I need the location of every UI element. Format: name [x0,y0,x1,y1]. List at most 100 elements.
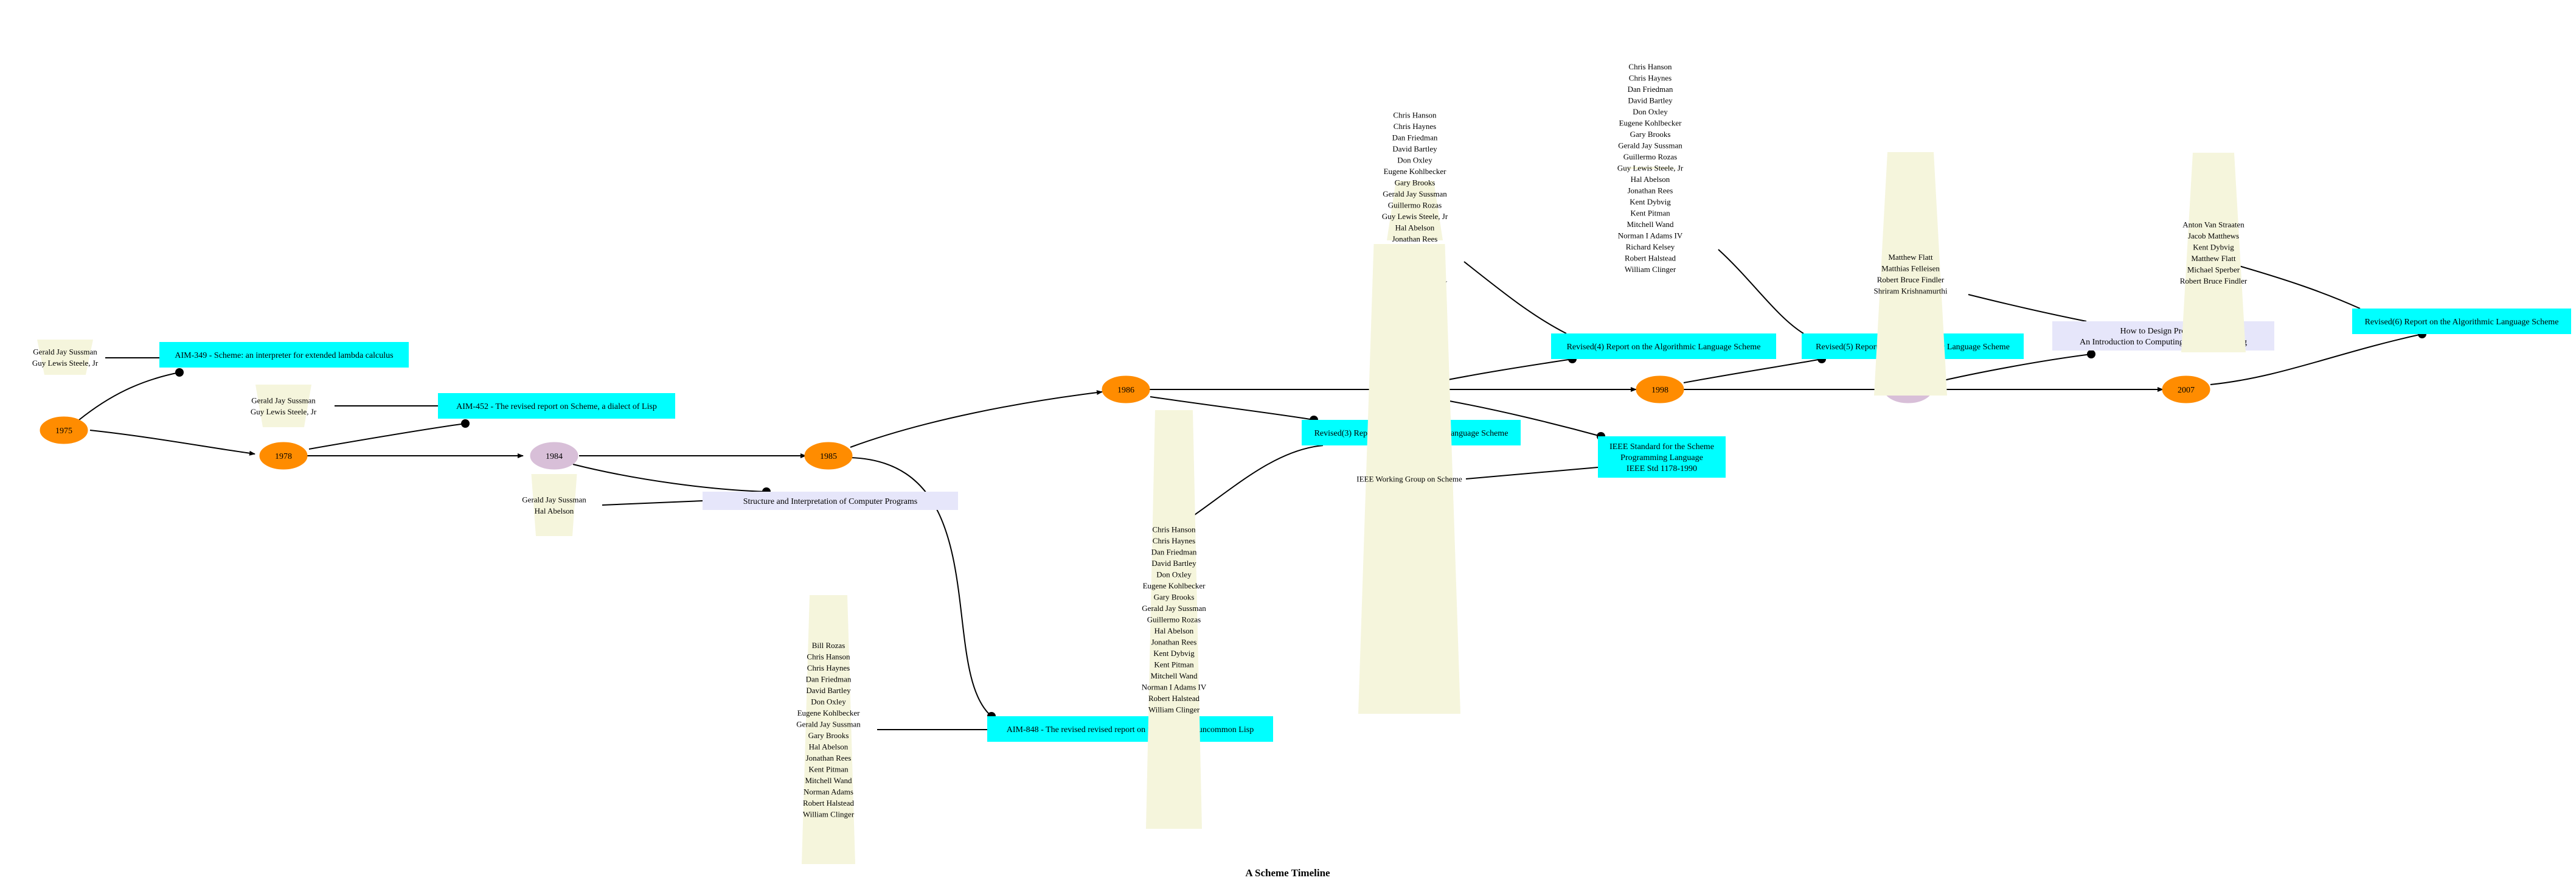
author-trapezoid [1622,167,1678,169]
document-node-r4rs: Revised(4) Report on the Algorithmic Lan… [1551,333,1776,359]
edge-line [308,423,466,450]
edge-dot [175,368,184,377]
diagram-title: A Scheme Timeline [1245,867,1330,879]
author-name: Chris Hanson [1152,525,1196,534]
author-trapezoid [1387,181,1443,240]
author-name: Gerald Jay Sussman [33,347,97,356]
author-name: Guy Lewis Steele, Jr [1617,164,1684,173]
year-ellipse [804,442,853,470]
document-box [438,393,675,419]
author-name: Mitchell Wand [1626,220,1674,229]
author-name: Jonathan Rees [806,753,852,762]
author-name: Jonathan Rees [1392,234,1438,243]
year-label: 1978 [275,452,292,461]
document-label: IEEE Std 1178-1990 [1626,464,1697,473]
author-name: Matthew Flatt [2191,254,2236,263]
author-name: Gary Brooks [1395,178,1436,187]
edge-line [572,464,767,492]
edge-line [89,430,255,456]
author-name: Robert Halstead [803,798,855,808]
edge-line [1718,249,1804,334]
year-label: 1985 [820,452,837,461]
edge-asicp-to-sicp [602,500,703,506]
document-box [987,716,1273,742]
year-label: 1984 [546,452,563,461]
author-name: Gerald Jay Sussman [1383,189,1447,198]
author-name: William Clinger [1148,705,1200,714]
edge-line [1465,467,1599,480]
document-node-aim349: AIM-349 - Scheme: an interpreter for ext… [159,342,409,368]
author-name: Guillermo Rozas [1147,615,1201,624]
author-name: Guy Lewis Steele, Jr [251,407,317,416]
author-name: Gerald Jay Sussman [1142,604,1206,613]
author-name: Mitchell Wand [805,776,852,785]
author-name: Jacob Matthews [2188,231,2239,240]
document-label: Programming Language [1620,453,1703,462]
author-name: Don Oxley [1633,107,1668,116]
edge-line [850,457,992,717]
document-label: Revised(4) Report on the Algorithmic Lan… [1567,343,1761,352]
author-name: Michael Sperber [2187,265,2240,274]
author-name: William Clinger [1625,265,1676,274]
author-trapezoid [255,385,311,427]
edge-y1985-to-y1986 [850,390,1103,448]
author-name: Robert Halstead [1148,694,1200,703]
author-name: Kent Pitman [1154,660,1194,669]
author-name: Gary Brooks [1630,130,1671,139]
edge-line [850,390,1103,448]
edge-line [1463,261,1567,334]
author-name: Chris Haynes [1153,536,1195,545]
author-name: Dan Friedman [1392,133,1438,142]
author-name: Gerald Jay Sussman [251,396,316,405]
author-name: Chris Hanson [1628,62,1672,71]
author-name: Anton Van Straaten [2182,220,2244,229]
author-name: David Bartley [806,686,851,695]
year-label: 1986 [1117,386,1134,395]
author-name: Norman Adams [804,787,853,796]
edge-line [1432,397,1602,437]
author-name: Kent Pitman [1630,209,1670,218]
author-name: Hal Abelson [1631,175,1670,184]
author-name: Eugene Kohlbecker [797,708,861,717]
author-name: Dan Friedman [1628,85,1673,94]
author-name: Guy Lewis Steele, Jr [1382,212,1448,221]
year-label: 2007 [2178,386,2195,395]
year-node-1985: 1985 [804,442,853,470]
edge-line [1932,354,2092,383]
year-ellipse [1636,375,1684,403]
author-name: Dan Friedman [1151,548,1197,557]
author-name: Eugene Kohlbecker [1384,167,1447,176]
edge-y1975-to-y1978 [89,430,255,456]
author-name: David Bartley [1628,96,1673,105]
document-box [1598,436,1726,478]
author-name: David Bartley [1392,144,1437,153]
author-name: Kent Dybvig [1153,649,1195,658]
edge-line [1176,445,1324,528]
document-box [703,492,958,510]
author-trapezoid [2181,153,2246,352]
document-node-aim848: AIM-848 - The revised revised report on … [987,716,1273,742]
author-name: Dan Friedman [806,674,852,683]
author-name: Chris Haynes [1629,74,1672,83]
nodes-layer: 197519781984198519861991199820012007AIM-… [32,62,2571,864]
document-box [2352,309,2571,334]
edge-line [1432,358,1573,383]
edge-aieee-to-ieee [1465,467,1599,480]
author-name: Mitchell Wand [1150,671,1198,680]
author-name: Bill Rozas [812,641,845,650]
edge-y1975-to-aim349 [78,368,184,420]
edge-ahtdp-to-htdp [1968,294,2087,322]
author-name: Gerald Jay Sussman [1618,141,1682,150]
document-label: Revised(6) Report on the Algorithmic Lan… [2365,318,2559,327]
edge-ar5rs-to-r5rs [1718,249,1804,334]
author-name: Gary Brooks [808,731,849,740]
author-name: Jonathan Rees [1151,638,1197,647]
author-name: Don Oxley [1397,155,1432,164]
year-ellipse [259,442,308,470]
author-name: Hal Abelson [1395,223,1435,232]
